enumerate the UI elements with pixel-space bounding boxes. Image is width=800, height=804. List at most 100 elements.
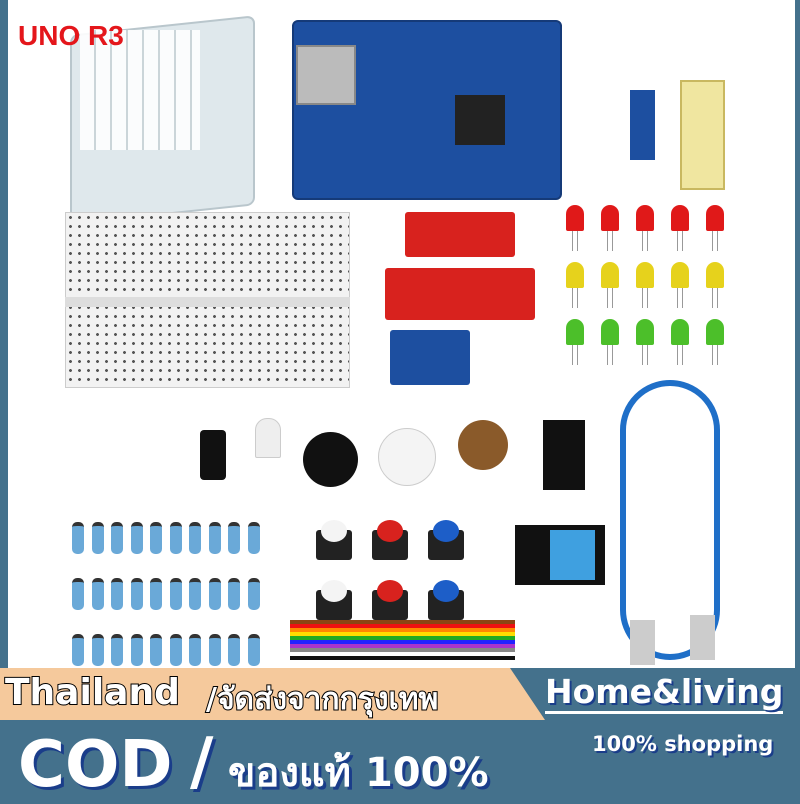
led [706,262,724,288]
resistor [228,578,240,610]
led [706,205,724,231]
led-leg [677,345,683,365]
led-leg [607,288,613,308]
led [601,262,619,288]
resistor [189,578,201,610]
water-level-sensor [385,268,535,320]
resistor [169,578,182,610]
button-cap [321,520,347,542]
led-leg [572,288,578,308]
button-cap [433,520,459,542]
led-leg [712,288,718,308]
store-name: Home&living [545,672,784,714]
resistor [91,634,104,666]
resistor [111,634,123,666]
component-chart [80,30,200,150]
seven-segment-display [543,420,585,490]
resistor [150,634,162,666]
soil-moisture-probe [680,80,725,190]
resistor [111,522,123,554]
resistor [208,634,221,666]
push-button [372,580,408,620]
jumper-wires [290,620,515,660]
rgb-led [255,418,281,458]
resistor [208,522,221,554]
led [671,205,689,231]
ir-sensor-module [390,330,470,385]
resistor [208,578,221,610]
resistor [91,522,104,554]
shipping-strip [0,668,545,720]
led-leg [712,345,718,365]
push-button [316,580,352,620]
led [566,262,584,288]
resistor [72,578,84,610]
resistor [130,522,143,554]
resistor [247,634,260,666]
led [671,319,689,345]
led-leg [572,345,578,365]
button-cap [433,580,459,602]
resistor [111,578,123,610]
resistor [150,522,162,554]
led-leg [607,231,613,251]
led [706,319,724,345]
resistor [72,634,84,666]
product-title: UNO R3 [18,20,124,51]
resistor [228,522,240,554]
microcontroller-chip [455,95,505,145]
dht11-grid [550,530,595,580]
push-button [428,520,464,560]
resistor [130,634,143,666]
led [636,262,654,288]
sound-sensor-module [405,212,515,257]
resistor [130,578,143,610]
resistor [189,634,201,666]
usb-port [296,45,356,105]
led-leg [607,345,613,365]
sensor-module [630,90,655,160]
led [601,319,619,345]
led-leg [677,231,683,251]
led [566,319,584,345]
shopping-label: 100% shopping [592,732,774,756]
push-button [428,580,464,620]
buzzer [303,432,358,487]
button-cap [321,580,347,602]
led-leg [677,288,683,308]
led-leg [712,231,718,251]
shipping-label: /จัดส่งจากกรุงเทพ [205,681,439,718]
resistor [228,634,240,666]
led [671,262,689,288]
slash-divider: / [190,725,214,799]
push-button [372,520,408,560]
genuine-label: ของแท้ 100% [228,750,489,796]
button-cap [377,520,403,542]
breadboard-divider [65,297,350,307]
resistor [91,578,104,610]
resistor [189,522,201,554]
led [601,205,619,231]
resistor [169,522,182,554]
led-leg [642,231,648,251]
resistor [247,522,260,554]
usb-plug-b [690,615,715,660]
led [636,205,654,231]
resistor [169,634,182,666]
resistor [150,578,162,610]
led-leg [572,231,578,251]
tilt-switch [200,430,226,480]
origin-label: Thailand [4,671,181,714]
potentiometer [458,420,508,470]
resistor [247,578,260,610]
button-cap [377,580,403,602]
cod-label: COD [18,728,173,802]
push-button [316,520,352,560]
usb-plug-a [630,620,655,665]
led-leg [642,288,648,308]
resistor [72,522,84,554]
usb-cable [620,380,720,660]
passive-buzzer [378,428,436,486]
led [566,205,584,231]
led-leg [642,345,648,365]
